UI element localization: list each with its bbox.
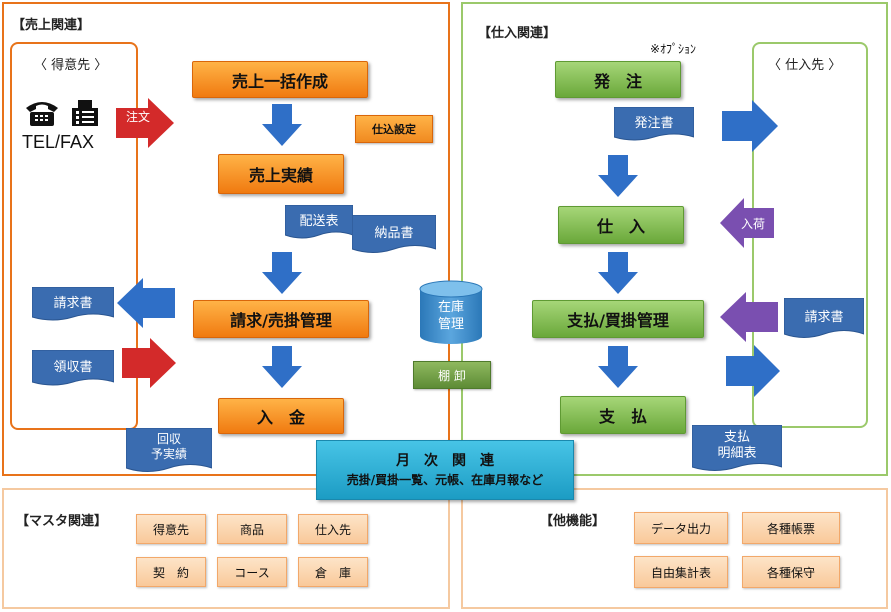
payment-detail-label: 支払 明細表 bbox=[692, 428, 782, 464]
master-item-contract[interactable]: 契 約 bbox=[136, 557, 206, 587]
purchase-section bbox=[461, 2, 888, 476]
master-section-title: 【マスタ関連】 bbox=[16, 514, 108, 529]
master-item-product[interactable]: 商品 bbox=[217, 514, 287, 544]
telephone-icon bbox=[26, 102, 58, 126]
down-arrow-6 bbox=[598, 346, 638, 388]
supplier-panel-title: 〈 仕入先 〉 bbox=[768, 58, 842, 73]
sales-section-title: 【売上関連】 bbox=[12, 18, 91, 33]
supplier-invoice-label: 請求書 bbox=[804, 309, 844, 325]
inventory-cylinder bbox=[419, 280, 483, 344]
order-box[interactable]: 発 注 bbox=[555, 61, 681, 98]
option-note: ※ｵﾌﾟｼｮﾝ bbox=[650, 42, 697, 56]
right-arrow-order bbox=[722, 100, 778, 152]
down-arrow-5 bbox=[598, 252, 638, 294]
order-arrow-label: 注文 bbox=[125, 109, 150, 124]
payment-detail-doc bbox=[692, 425, 782, 471]
other-section bbox=[461, 488, 888, 609]
fax-icon bbox=[72, 100, 98, 126]
payment-in-box[interactable]: 入 金 bbox=[218, 398, 344, 434]
bulk-create-box[interactable]: 売上一括作成 bbox=[192, 61, 368, 98]
delivery-slip-doc bbox=[352, 215, 436, 253]
down-arrow-3 bbox=[262, 346, 302, 388]
right-arrow-payment bbox=[726, 345, 780, 397]
left-arrow-invoice bbox=[117, 278, 175, 328]
other-section-title: 【他機能】 bbox=[540, 514, 606, 529]
supplier-invoice-doc bbox=[784, 298, 864, 338]
monthly-title: 月 次 関 連 bbox=[396, 453, 494, 469]
other-item-custom-tables[interactable]: 自由集計表 bbox=[634, 556, 728, 588]
arrival-arrow-label: 入荷 bbox=[740, 216, 765, 231]
receipt-doc bbox=[32, 350, 114, 386]
tel-fax-label: TEL/FAX bbox=[22, 132, 95, 152]
inventory-label: 在庫 管理 bbox=[418, 294, 484, 338]
purchase-setting-box[interactable]: 仕込設定 bbox=[355, 115, 433, 143]
down-arrow-4 bbox=[598, 155, 638, 197]
stocktake-box[interactable]: 棚 卸 bbox=[413, 361, 491, 389]
billing-box[interactable]: 請求/売掛管理 bbox=[193, 300, 369, 338]
other-item-maintenance[interactable]: 各種保守 bbox=[742, 556, 840, 588]
customer-panel bbox=[10, 42, 138, 430]
receipt-doc-label: 領収書 bbox=[53, 359, 93, 375]
payment-mgmt-box[interactable]: 支払/買掛管理 bbox=[532, 300, 704, 338]
collection-plan-line2: 予実績 bbox=[150, 447, 187, 461]
order-doc-label: 発注書 bbox=[634, 115, 674, 131]
customer-panel-title: 〈 得意先 〉 bbox=[34, 58, 108, 73]
delivery-slip-label: 納品書 bbox=[374, 225, 414, 241]
invoice-doc bbox=[32, 287, 114, 321]
payment-detail-line2: 明細表 bbox=[717, 446, 757, 461]
delivery-list-label: 配送表 bbox=[299, 213, 339, 229]
collection-plan-label: 回収 予実績 bbox=[126, 430, 212, 464]
inventory-line2: 管理 bbox=[437, 317, 464, 332]
monthly-subtitle: 売掛/買掛一覧、元帳、在庫月報など bbox=[346, 473, 544, 487]
sales-results-box[interactable]: 売上実績 bbox=[218, 154, 344, 194]
order-doc bbox=[614, 107, 694, 141]
purchase-section-title: 【仕入関連】 bbox=[478, 26, 557, 41]
master-item-course[interactable]: コース bbox=[217, 557, 287, 587]
receive-box[interactable]: 仕 入 bbox=[558, 206, 684, 244]
payment-detail-line1: 支払 bbox=[723, 430, 750, 445]
collection-plan-doc bbox=[126, 428, 212, 472]
sales-section bbox=[2, 2, 450, 476]
inventory-line1: 在庫 bbox=[437, 300, 464, 315]
down-arrow-2 bbox=[262, 252, 302, 294]
delivery-list-doc bbox=[285, 205, 353, 239]
master-section bbox=[2, 488, 450, 609]
payment-out-box[interactable]: 支 払 bbox=[560, 396, 686, 434]
order-arrow bbox=[116, 98, 174, 148]
down-arrow-1 bbox=[262, 104, 302, 146]
monthly-box[interactable]: 月 次 関 連 売掛/買掛一覧、元帳、在庫月報など bbox=[316, 440, 574, 500]
collection-plan-line1: 回収 bbox=[156, 432, 181, 446]
supplier-invoice-arrow bbox=[720, 292, 778, 342]
master-item-customer[interactable]: 得意先 bbox=[136, 514, 206, 544]
master-item-warehouse[interactable]: 倉 庫 bbox=[298, 557, 368, 587]
other-item-reports[interactable]: 各種帳票 bbox=[742, 512, 840, 544]
master-item-supplier[interactable]: 仕入先 bbox=[298, 514, 368, 544]
other-item-data-export[interactable]: データ出力 bbox=[634, 512, 728, 544]
invoice-doc-label: 請求書 bbox=[53, 295, 93, 311]
arrival-arrow bbox=[720, 198, 774, 248]
right-arrow-receipt bbox=[122, 338, 176, 388]
